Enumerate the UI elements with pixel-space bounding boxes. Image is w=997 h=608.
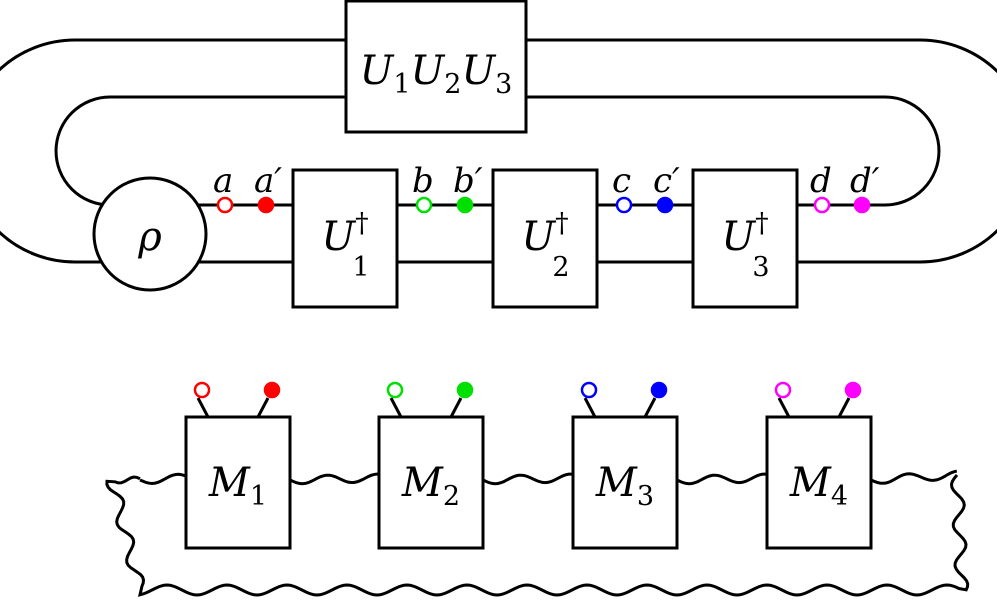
tensor-label: M4	[789, 460, 848, 512]
product-u3-base: U	[461, 48, 496, 94]
tensor-filled-dot	[844, 381, 862, 399]
leg-markers: a a′ b b′ c c′ d d′	[213, 161, 880, 214]
tensor-m4: M4	[765, 381, 873, 550]
leg-c-prime-dot	[656, 196, 674, 214]
tensor-leg-right	[256, 397, 270, 418]
leg-c-dot	[615, 196, 633, 214]
tensor-open-dot	[193, 381, 211, 399]
leg-d-prime-label: d′	[850, 161, 880, 201]
leg-a-prime-dot	[257, 196, 275, 214]
product-u2-sub: 2	[444, 69, 461, 100]
tensor-filled-dot	[650, 381, 668, 399]
u2-dagger-sup: †	[555, 208, 569, 239]
tensor-leg-left	[196, 397, 210, 418]
u2-dagger-box: U† 2	[491, 168, 599, 309]
tensor-label: M1	[208, 460, 267, 512]
tensor-label: M2	[401, 460, 460, 512]
leg-b-prime-dot	[456, 196, 474, 214]
rho-state: ρ	[92, 176, 208, 292]
u2-dagger-sub: 2	[552, 252, 569, 283]
product-unitary-box: U1U2U3	[344, 0, 528, 134]
u1-dagger-base: U	[321, 214, 356, 260]
tensor-leg-right	[449, 397, 463, 418]
svg-text:U†: U†	[721, 208, 768, 260]
leg-a-prime-label: a′	[254, 161, 282, 201]
leg-c-label: c	[612, 161, 631, 201]
tensor-leg-left	[777, 397, 791, 418]
rho-label: ρ	[137, 214, 162, 260]
product-u3-sub: 3	[495, 69, 512, 100]
tensor-open-dot	[774, 381, 792, 399]
u3-dagger-sub: 3	[752, 252, 769, 283]
u2-dagger-base: U	[521, 214, 556, 260]
bottom-wavy-loop	[105, 469, 970, 597]
leg-a-label: a	[213, 161, 233, 201]
tensor-leg-right	[643, 397, 657, 418]
tensor-label: M3	[595, 460, 654, 512]
tensor-leg-left	[389, 397, 403, 418]
leg-b-label: b	[412, 161, 434, 201]
leg-a-dot	[216, 196, 234, 214]
tensor-leg-left	[583, 397, 597, 418]
tensor-open-dot	[386, 381, 404, 399]
leg-b-prime-label: b′	[453, 161, 483, 201]
u1-dagger-box: U† 1	[291, 168, 399, 309]
tensor-filled-dot	[456, 381, 474, 399]
u3-dagger-box: U† 3	[691, 168, 799, 309]
product-u1-sub: 1	[393, 69, 410, 100]
u3-dagger-sup: †	[755, 208, 769, 239]
product-u2-base: U	[411, 48, 446, 94]
leg-b-dot	[415, 196, 433, 214]
tensor-m3: M3	[571, 381, 679, 550]
leg-d-prime-dot	[853, 196, 871, 214]
tensor-open-dot	[580, 381, 598, 399]
svg-text:U†: U†	[521, 208, 568, 260]
leg-c-prime-label: c′	[653, 161, 680, 201]
u1-dagger-sub: 1	[352, 252, 369, 283]
u3-dagger-base: U	[721, 214, 756, 260]
tensor-leg-right	[837, 397, 851, 418]
svg-text:U1U2U3: U1U2U3	[360, 48, 513, 100]
leg-d-dot	[813, 196, 831, 214]
tensor-filled-dot	[263, 381, 281, 399]
leg-d-label: d	[810, 161, 832, 201]
tensor-m2: M2	[377, 381, 485, 550]
product-u1-base: U	[360, 48, 395, 94]
tensor-m1: M1	[184, 381, 292, 550]
svg-text:U†: U†	[321, 208, 368, 260]
u1-dagger-sup: †	[355, 208, 369, 239]
tensor-chain: M1 M2 M3 M4	[184, 381, 873, 550]
